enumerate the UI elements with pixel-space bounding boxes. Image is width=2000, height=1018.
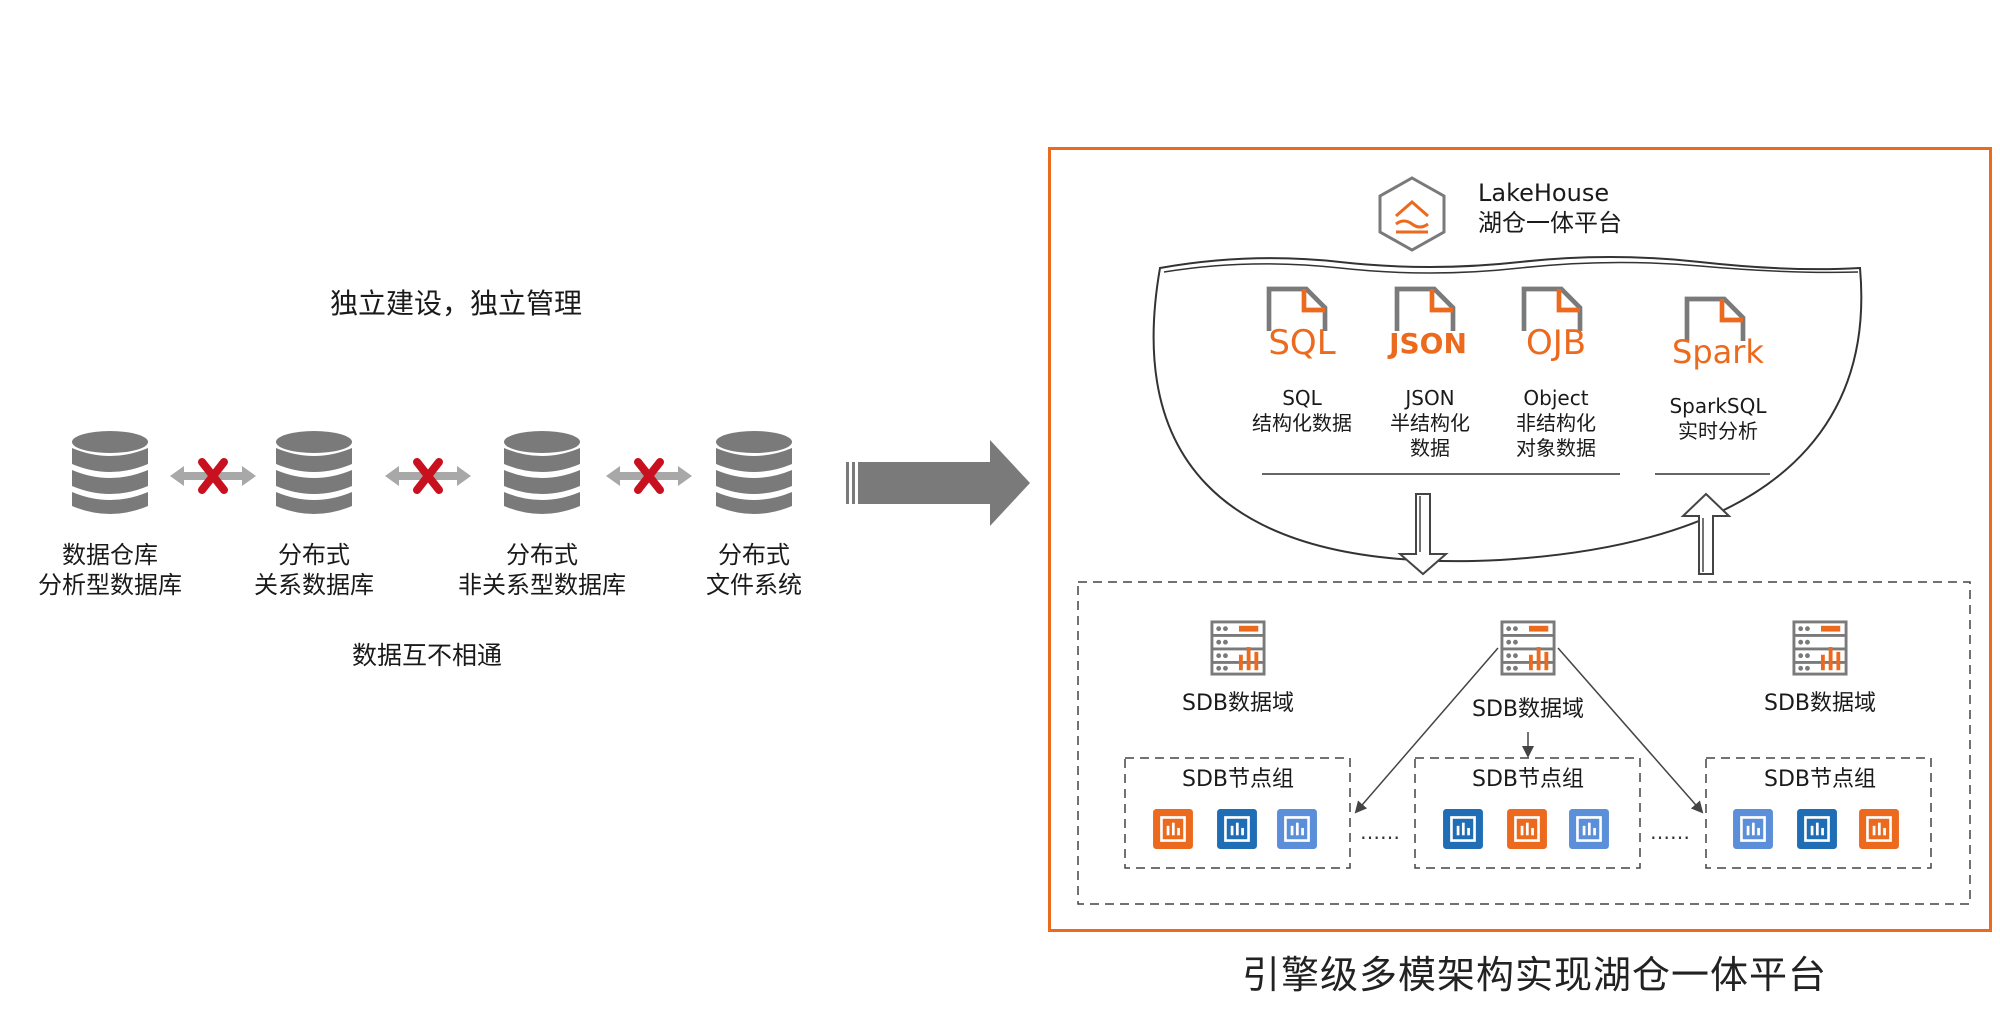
format-label-json: JSON 半结构化 数据: [1390, 386, 1470, 461]
database-icon-warehouse: [72, 431, 148, 514]
platform-title: LakeHouse 湖仓一体平台: [1478, 178, 1622, 238]
ojb-icon-text: OJB: [1525, 323, 1587, 363]
db-label-filesystem: 分布式 文件系统: [706, 540, 802, 600]
node-group-box-1: [1124, 757, 1351, 869]
sdb-domain-label-3: SDB数据域: [1764, 691, 1876, 716]
format-label-line: SparkSQL: [1669, 394, 1767, 418]
spark-icon-text: Spark: [1672, 333, 1764, 371]
transition-arrow-icon: [846, 440, 1030, 526]
domains-container: [1077, 581, 1971, 905]
sdb-domain-label-2: SDB数据域: [1472, 697, 1584, 722]
database-icon-filesystem: [716, 431, 792, 514]
domain-arrow-left: [1354, 647, 1499, 814]
node-group-label-2: SDB节点组: [1472, 767, 1584, 792]
db-label-line: 非关系型数据库: [458, 571, 626, 599]
format-label-line: JSON: [1405, 386, 1455, 410]
node-group-label-1: SDB节点组: [1182, 767, 1294, 792]
left-section-footer: 数据互不相通: [352, 641, 503, 670]
db-label-line: 分析型数据库: [38, 571, 182, 599]
format-label-line: 非结构化: [1516, 411, 1596, 435]
database-icon-nonrelational: [504, 431, 580, 514]
format-label-line: SQL: [1282, 386, 1322, 410]
format-label-sql: SQL 结构化数据: [1252, 386, 1352, 436]
format-label-line: 对象数据: [1516, 436, 1596, 460]
left-section-title: 独立建设，独立管理: [330, 287, 583, 320]
node-group-box-3: [1705, 757, 1932, 869]
db-label-line: 分布式: [506, 541, 578, 569]
db-label-nonrelational: 分布式 非关系型数据库: [458, 540, 626, 600]
platform-name-zh: 湖仓一体平台: [1478, 209, 1622, 237]
format-label-line: 实时分析: [1678, 419, 1758, 443]
blocked-link-icon-1: [170, 462, 256, 490]
format-label-line: 数据: [1410, 436, 1450, 460]
ellipsis-1: ……: [1360, 820, 1400, 844]
db-label-warehouse: 数据仓库 分析型数据库: [38, 540, 182, 600]
up-arrow-icon: [1680, 492, 1732, 575]
db-label-line: 文件系统: [706, 571, 802, 599]
db-label-line: 数据仓库: [62, 541, 158, 569]
blocked-link-icon-2: [385, 462, 471, 490]
blocked-link-icon-3: [606, 462, 692, 490]
node-group-box-2: [1414, 757, 1641, 869]
sql-icon-text: SQL: [1268, 323, 1336, 363]
db-label-line: 关系数据库: [254, 571, 374, 599]
format-label-line: 半结构化: [1390, 411, 1470, 435]
ellipsis-2: ……: [1650, 820, 1690, 844]
format-label-line: Object: [1523, 386, 1589, 410]
db-label-line: 分布式: [278, 541, 350, 569]
node-group-label-3: SDB节点组: [1764, 767, 1876, 792]
lake-boundary: [1152, 256, 1863, 563]
format-label-line: 结构化数据: [1252, 411, 1352, 435]
lakehouse-panel: [1048, 147, 1992, 932]
down-arrow-icon: [1397, 493, 1449, 576]
lakehouse-logo-icon: [1378, 176, 1446, 252]
bottom-caption: 引擎级多模架构实现湖仓一体平台: [1242, 953, 1828, 997]
json-icon-text: JSON: [1389, 327, 1467, 360]
db-label-relational: 分布式 关系数据库: [254, 540, 374, 600]
format-label-object: Object 非结构化 对象数据: [1516, 386, 1596, 461]
database-icon-relational: [276, 431, 352, 514]
db-label-line: 分布式: [718, 541, 790, 569]
platform-name-en: LakeHouse: [1478, 179, 1610, 207]
sdb-domain-label-1: SDB数据域: [1182, 691, 1294, 716]
format-label-spark: SparkSQL 实时分析: [1669, 394, 1766, 444]
domain-arrow-right: [1557, 647, 1704, 814]
